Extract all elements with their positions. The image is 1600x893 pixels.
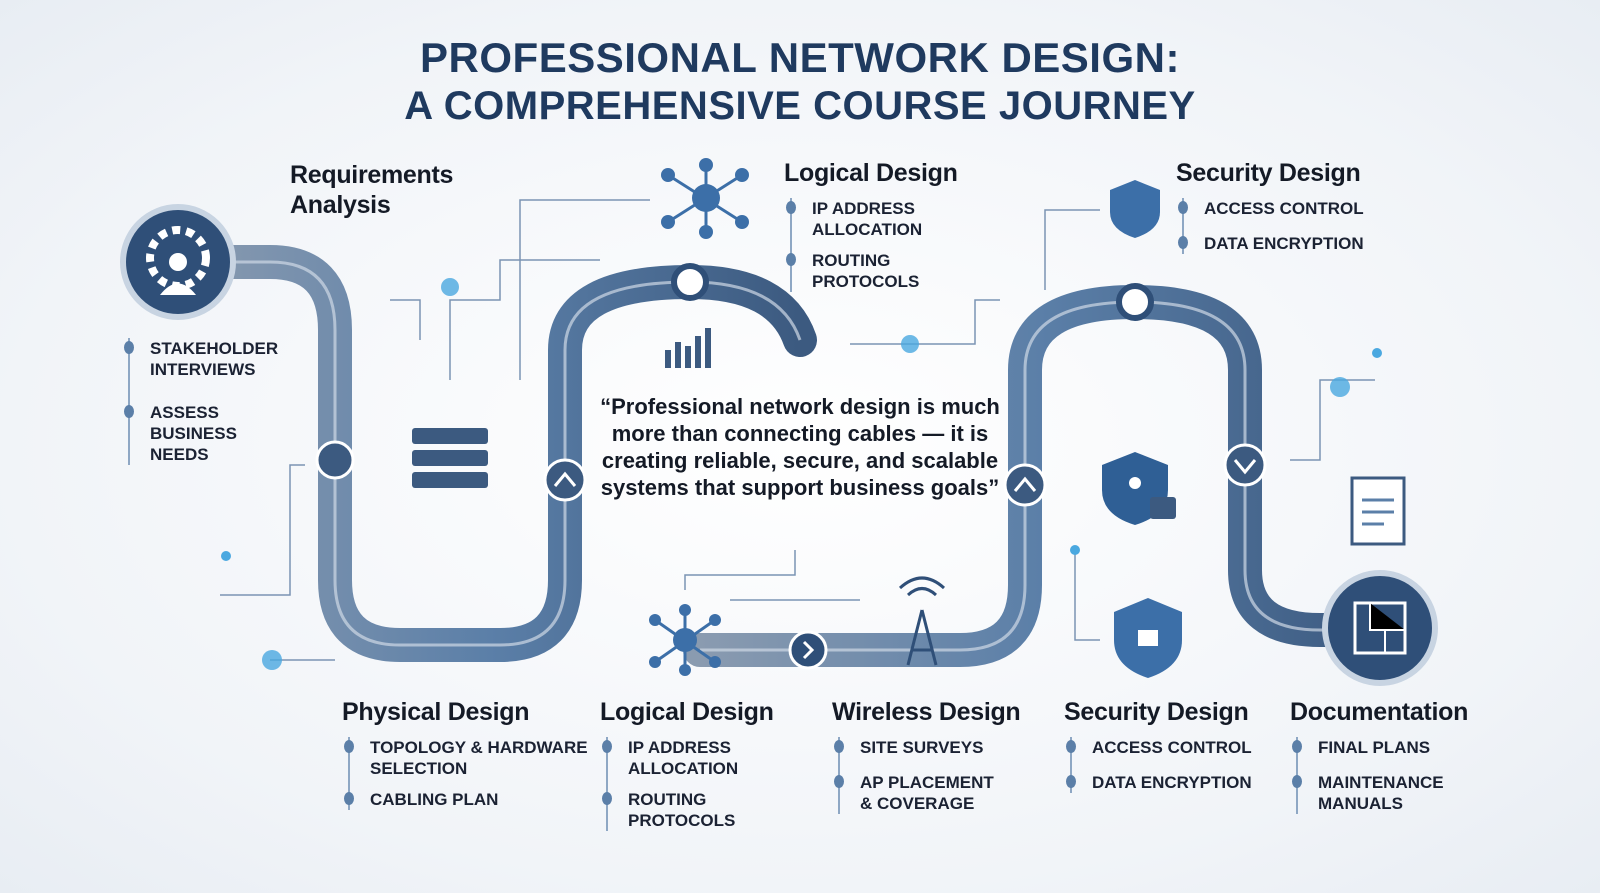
stage-requirements: Requirements Analysis bbox=[290, 160, 490, 220]
lock-shield-icon bbox=[1102, 452, 1176, 525]
checkpoint-next-icon bbox=[788, 630, 828, 670]
glow-dots bbox=[221, 278, 1382, 670]
list-item: ACCESS CONTROL bbox=[1178, 198, 1364, 219]
wireless-tower-icon bbox=[898, 576, 946, 666]
server-rack-icon bbox=[412, 428, 488, 488]
requirements-gear-icon bbox=[120, 204, 236, 320]
connector-lines bbox=[220, 199, 1375, 661]
security-shield-icon bbox=[1114, 598, 1182, 678]
bar-chart-icon bbox=[665, 328, 711, 368]
stage-title: Security Design bbox=[1176, 159, 1361, 187]
list-item: TOPOLOGY & HARDWARE SELECTION bbox=[344, 737, 600, 779]
title-line-2: A COMPREHENSIVE COURSE JOURNEY bbox=[404, 84, 1196, 128]
list-item: ACCESS CONTROL bbox=[1066, 737, 1252, 758]
stage-physical: Physical Design TOPOLOGY & HARDWARE SELE… bbox=[342, 697, 600, 820]
list-item: SITE SURVEYS bbox=[833, 737, 1020, 758]
stage-wireless: Wireless Design SITE SURVEYS AP PLACEMEN… bbox=[832, 697, 1021, 824]
list-item: CABLING PLAN bbox=[344, 789, 600, 810]
list-item: IP ADDRESS ALLOCATION bbox=[602, 737, 758, 779]
list-item: MAINTENANCE MANUALS bbox=[1292, 772, 1458, 814]
checkpoint-up-icon bbox=[543, 458, 587, 502]
list-item: FINAL PLANS bbox=[1291, 737, 1468, 758]
list-item: ASSESS BUSINESS NEEDS bbox=[124, 402, 250, 465]
stage-title: Logical Design bbox=[784, 159, 958, 187]
stage-title: Wireless Design bbox=[832, 698, 1021, 726]
list-item: AP PLACEMENT & COVERAGE bbox=[834, 772, 1010, 814]
stage-security: Security Design ACCESS CONTROL DATA ENCR… bbox=[1064, 697, 1252, 803]
stage-title: Requirements Analysis bbox=[290, 161, 454, 219]
list-item: DATA ENCRYPTION bbox=[1066, 772, 1252, 793]
list-item: STAKEHOLDER INTERVIEWS bbox=[124, 338, 300, 380]
quote-text: “Professional network design is much mor… bbox=[600, 394, 1000, 500]
list-item: ROUTING PROTOCOLS bbox=[602, 789, 748, 831]
stage-security-top: Security Design ACCESS CONTROL DATA ENCR… bbox=[1176, 158, 1364, 264]
checkpoint-shield-icon bbox=[315, 440, 355, 480]
stage-title: Security Design bbox=[1064, 698, 1249, 726]
stage-title: Physical Design bbox=[342, 698, 530, 726]
stage-title: Logical Design bbox=[600, 698, 774, 726]
list-item: IP ADDRESS ALLOCATION bbox=[786, 198, 942, 240]
list-item: ROUTING PROTOCOLS bbox=[786, 250, 932, 292]
documentation-blueprint-icon bbox=[1322, 570, 1438, 686]
title-line-1: PROFESSIONAL NETWORK DESIGN: bbox=[420, 34, 1180, 81]
stage-logical-top: Logical Design IP ADDRESS ALLOCATION ROU… bbox=[784, 158, 958, 302]
logical-network-icon bbox=[661, 158, 749, 239]
stage-logical: Logical Design IP ADDRESS ALLOCATION ROU… bbox=[600, 697, 774, 841]
document-icon bbox=[1350, 476, 1406, 546]
requirements-list: STAKEHOLDER INTERVIEWS ASSESS BUSINESS N… bbox=[124, 338, 300, 475]
stage-documentation: Documentation FINAL PLANS MAINTENANCE MA… bbox=[1290, 697, 1468, 824]
security-shield-top-icon bbox=[1110, 180, 1160, 238]
stage-title: Documentation bbox=[1290, 698, 1469, 726]
list-item: DATA ENCRYPTION bbox=[1178, 233, 1364, 254]
network-node-icon bbox=[649, 604, 721, 676]
